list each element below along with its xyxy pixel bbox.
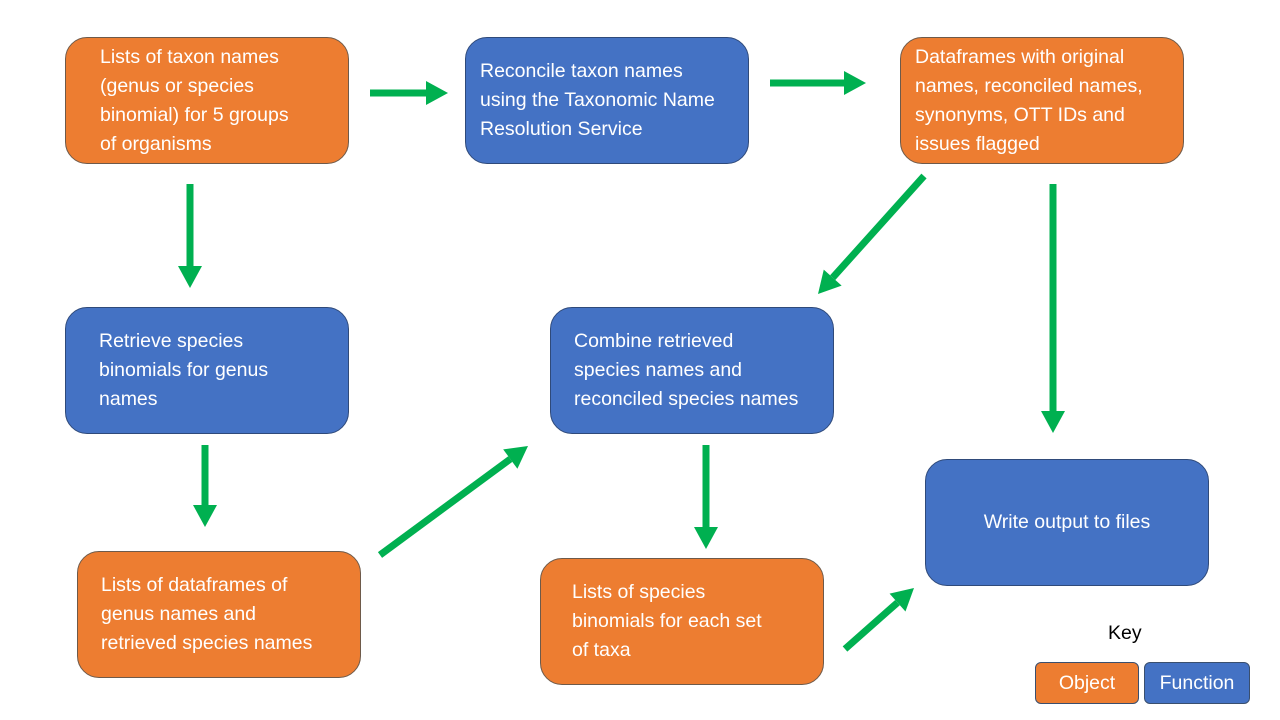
arrow-lists-species-to-write-output-shaft [842, 599, 900, 652]
arrow-lists-taxon-to-retrieve [178, 184, 202, 288]
node-write-output: Write output to files [925, 459, 1209, 586]
arrow-dataframes-to-combine-shaft [830, 173, 927, 280]
arrow-dataframes-to-combine-head [818, 269, 842, 294]
arrow-dataframes-to-write-output-head [1041, 411, 1065, 433]
arrow-lists-dataframes-to-combine [377, 446, 528, 558]
arrow-lists-taxon-to-reconcile [370, 81, 448, 105]
node-retrieve-species: Retrieve species binomials for genus nam… [65, 307, 349, 434]
key-function: Function [1144, 662, 1250, 704]
arrow-dataframes-to-write-output [1041, 184, 1065, 433]
arrow-lists-taxon-to-reconcile-head [426, 81, 448, 105]
node-lists-taxon-names: Lists of taxon names (genus or species b… [65, 37, 349, 164]
node-reconcile-taxon-names: Reconcile taxon names using the Taxonomi… [465, 37, 749, 164]
node-write-output-label: Write output to files [983, 511, 1151, 533]
key-title: Key [1108, 622, 1142, 644]
node-lists-taxon-names-label: Lists of taxon names (genus or species b… [100, 45, 289, 155]
node-lists-dataframes: Lists of dataframes of genus names and r… [77, 551, 361, 678]
node-dataframes: Dataframes with original names, reconcil… [900, 37, 1184, 164]
arrow-lists-dataframes-to-combine-shaft [377, 456, 513, 558]
node-lists-species-label: Lists of species binomials for each set … [572, 581, 762, 661]
node-retrieve-species-label: Retrieve species binomials for genus nam… [99, 330, 269, 410]
node-combine-names: Combine retrieved species names and reco… [550, 307, 834, 434]
node-lists-species: Lists of species binomials for each set … [540, 558, 824, 685]
arrow-combine-to-lists-species [694, 445, 718, 549]
arrow-lists-species-to-write-output [842, 588, 914, 652]
node-dataframes-label: Dataframes with original names, reconcil… [915, 45, 1143, 155]
arrow-retrieve-to-lists-dataframes-head [193, 505, 217, 527]
arrow-combine-to-lists-species-head [694, 527, 718, 549]
arrow-reconcile-to-dataframes-head [844, 71, 866, 95]
arrow-lists-dataframes-to-combine-head [503, 446, 528, 469]
node-lists-dataframes-label: Lists of dataframes of genus names and r… [101, 574, 313, 654]
arrow-lists-taxon-to-retrieve-head [178, 266, 202, 288]
node-reconcile-taxon-names-label: Reconcile taxon names using the Taxonomi… [480, 60, 715, 140]
arrow-reconcile-to-dataframes [770, 71, 866, 95]
key-object: Object [1035, 662, 1139, 704]
arrow-dataframes-to-combine [818, 173, 927, 294]
arrow-retrieve-to-lists-dataframes [193, 445, 217, 527]
arrow-lists-species-to-write-output-head [889, 588, 914, 612]
node-combine-names-label: Combine retrieved species names and reco… [574, 330, 799, 410]
